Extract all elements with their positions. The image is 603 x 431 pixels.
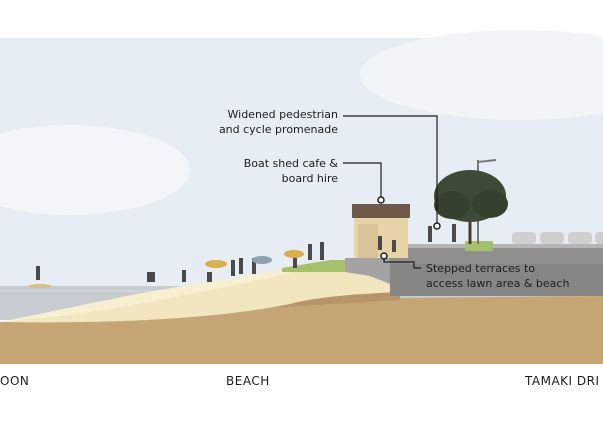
- car: [595, 232, 603, 244]
- beach-umbrella: [284, 250, 304, 258]
- callout-promenade-line1: Widened pedestrian: [227, 108, 339, 121]
- verge-lawn: [465, 241, 493, 251]
- parked-cars: [512, 232, 603, 244]
- car: [512, 232, 536, 244]
- beach-umbrella: [205, 260, 227, 268]
- callout-boatshed-line2: board hire: [281, 172, 338, 185]
- callout-leaders: [343, 115, 438, 269]
- callout-markers: [377, 196, 441, 260]
- callout-terraces-line1: Stepped terraces to: [426, 262, 536, 275]
- tree: [434, 170, 508, 244]
- lawn-area: [282, 260, 345, 272]
- promenade-leader: [343, 115, 438, 226]
- callout-boatshed-line1: Boat shed cafe &: [243, 157, 338, 170]
- paddle-board: [28, 284, 52, 288]
- beach-umbrella: [252, 256, 272, 264]
- boatshed-marker: [377, 196, 385, 204]
- beach-visitors: [36, 224, 456, 282]
- zone-label-left: OON: [0, 374, 30, 388]
- zone-label-tamaki-drive: TAMAKI DRI: [525, 374, 600, 388]
- callout-promenade: Widened pedestrian and cycle promenade: [196, 107, 338, 137]
- callout-terraces-line2: access lawn area & beach: [426, 277, 570, 290]
- promenade-surface: [390, 244, 603, 248]
- terraces-marker: [380, 252, 388, 260]
- retaining-wall: [390, 264, 603, 296]
- boatshed-leader: [343, 162, 382, 200]
- promenade-marker: [433, 222, 441, 230]
- callout-terraces: Stepped terraces to access lawn area & b…: [426, 261, 596, 291]
- callout-promenade-line2: and cycle promenade: [218, 123, 338, 136]
- car: [568, 232, 592, 244]
- cloud: [0, 125, 190, 215]
- street-light-arm: [477, 159, 497, 163]
- zone-label-beach: BEACH: [226, 374, 270, 388]
- car: [540, 232, 564, 244]
- terraces-leader: [383, 256, 421, 269]
- sand-highlight: [0, 262, 330, 322]
- callout-boatshed: Boat shed cafe & board hire: [196, 156, 338, 186]
- cloud: [360, 30, 603, 120]
